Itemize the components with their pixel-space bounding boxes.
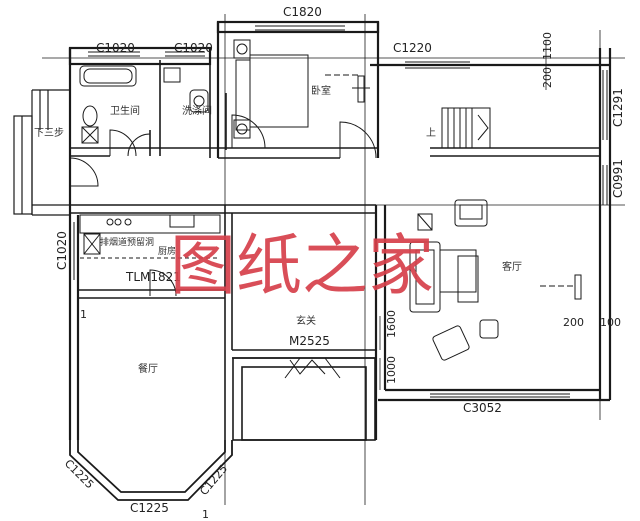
watermark-text: 图纸之家: [170, 227, 434, 304]
axis-label-1-top: 1: [80, 308, 87, 321]
bedroom-furniture: [233, 39, 370, 139]
room-laundry: 洗涤间: [182, 104, 212, 117]
window-label-c3052: C3052: [463, 401, 502, 415]
dimension-200-top: 200: [541, 67, 554, 88]
axis-label-1-bottom: 1: [202, 508, 209, 521]
room-bathroom: 卫生间: [110, 104, 140, 117]
note-up: 上: [426, 127, 436, 139]
dimension-1000: 1000: [385, 356, 398, 384]
door-label-m2525: M2525: [289, 334, 330, 348]
window-label-c1291: C1291: [611, 88, 625, 127]
room-kitchen: 厨房: [158, 245, 176, 257]
room-foyer: 玄关: [296, 314, 316, 327]
window-label-c1220: C1220: [393, 41, 432, 55]
room-smoke-duct: 排烟道预留洞: [100, 236, 154, 248]
window-label-c1225-bottom: C1225: [130, 501, 169, 515]
dimension-200-right: 200: [563, 316, 584, 329]
kitchen-fixtures: [79, 214, 221, 259]
door-swings: [69, 114, 377, 379]
dimension-lines: [379, 40, 547, 390]
room-living: 客厅: [502, 260, 522, 273]
foyer-porch: [232, 357, 376, 441]
window-label-c1020-a: C1020: [96, 41, 135, 55]
dimension-1600: 1600: [385, 310, 398, 338]
window-label-c1820: C1820: [283, 5, 322, 19]
note-down-steps: 下三步: [34, 127, 64, 139]
window-label-c1020-side: C1020: [55, 231, 69, 270]
dimension-1100-top: 1100: [541, 32, 554, 60]
room-dining: 餐厅: [138, 362, 158, 375]
staircase: [441, 107, 491, 149]
living-furniture: [409, 199, 582, 361]
windows: [73, 25, 608, 398]
bathroom-fixtures: [79, 65, 209, 144]
axis-lines: [40, 14, 625, 505]
entry-steps: [13, 89, 70, 216]
room-bedroom: 卧室: [311, 84, 331, 97]
dimension-100-right: 100: [600, 316, 621, 329]
door-label-tlm1821: TLM1821: [125, 270, 181, 284]
window-label-c1020-b: C1020: [174, 41, 213, 55]
window-label-c0991: C0991: [611, 159, 625, 198]
